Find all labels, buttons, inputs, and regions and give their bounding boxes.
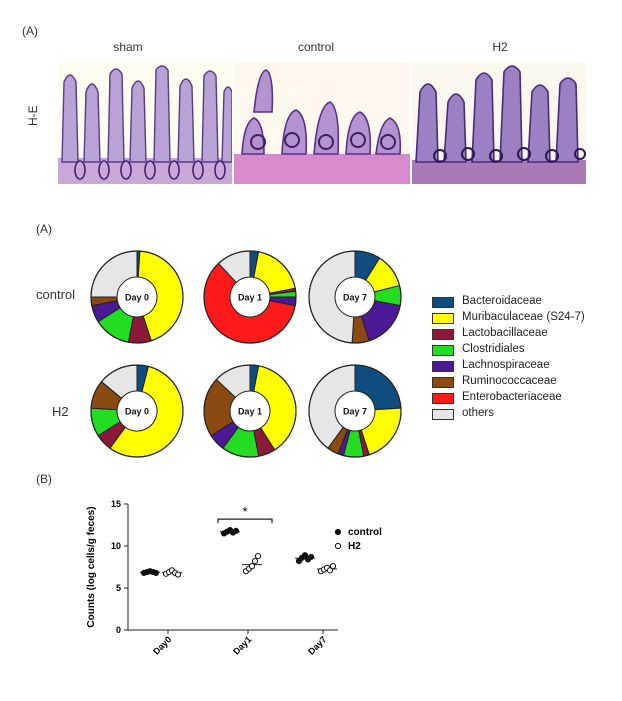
significance-bracket bbox=[217, 518, 273, 524]
y-tick-label: 0 bbox=[116, 625, 121, 635]
column-header-h2: H2 bbox=[492, 40, 508, 54]
histology-image-control bbox=[234, 62, 410, 184]
scatter-legend-marker bbox=[334, 528, 342, 536]
data-point bbox=[251, 558, 259, 565]
donut-chart: Day 1 bbox=[203, 250, 297, 344]
panel-label-a-top: (A) bbox=[22, 24, 38, 38]
panel-label-b: (B) bbox=[36, 472, 52, 486]
row-label-h2: H2 bbox=[52, 404, 69, 419]
significance-mark: * bbox=[242, 504, 247, 519]
data-point bbox=[301, 552, 309, 559]
legend-swatch bbox=[432, 377, 454, 388]
legend-label: Clostridiales bbox=[462, 343, 525, 355]
legend-label: Enterobacteriaceae bbox=[462, 391, 562, 403]
donut-label: Day 0 bbox=[125, 293, 149, 303]
column-header-control: control bbox=[297, 40, 335, 54]
x-tick-label: Day1 bbox=[231, 634, 253, 656]
legend-swatch bbox=[432, 345, 454, 356]
legend-swatch bbox=[432, 393, 454, 404]
donut-chart: Day 7 bbox=[308, 364, 402, 458]
donut-slice bbox=[90, 250, 138, 298]
data-point bbox=[326, 567, 334, 574]
legend-label: others bbox=[462, 407, 494, 419]
legend-swatch bbox=[432, 329, 454, 340]
donut-chart: Day 0 bbox=[90, 250, 184, 344]
y-tick-label: 5 bbox=[116, 583, 121, 593]
panel-label-a-donuts: (A) bbox=[36, 222, 52, 236]
data-point bbox=[307, 553, 315, 561]
donut-chart: Day 1 bbox=[203, 364, 297, 458]
data-point bbox=[232, 527, 240, 534]
scatter-legend-label: H2 bbox=[348, 541, 361, 552]
column-header-sham: sham bbox=[113, 40, 143, 54]
data-point bbox=[174, 571, 182, 578]
donut-outline bbox=[308, 364, 402, 458]
x-tick-label: Day7 bbox=[306, 634, 328, 656]
legend-swatch bbox=[432, 297, 454, 308]
donut-outline bbox=[203, 364, 297, 458]
legend-swatch bbox=[432, 313, 454, 324]
legend-label: Muribaculaceae (S24-7) bbox=[462, 311, 585, 323]
y-tick-label: 15 bbox=[111, 499, 121, 509]
donut-chart: Day 7 bbox=[308, 250, 402, 344]
scatter-legend-marker bbox=[334, 542, 342, 550]
row-label-control: control bbox=[36, 287, 76, 302]
y-axis-label: Counts (log cells/g feces) bbox=[86, 506, 97, 627]
legend-label: Ruminococcaceae bbox=[462, 375, 557, 387]
donut-outline bbox=[90, 250, 184, 344]
scatter-legend-label: control bbox=[348, 527, 382, 538]
donut-label: Day 0 bbox=[125, 407, 149, 417]
data-point bbox=[248, 563, 256, 570]
data-point bbox=[152, 569, 160, 576]
donut-outline bbox=[90, 364, 184, 458]
donut-outline bbox=[308, 250, 402, 344]
data-point bbox=[329, 563, 337, 570]
data-point bbox=[254, 552, 262, 560]
donut-label: Day 1 bbox=[238, 293, 262, 303]
histology-image-sham bbox=[58, 62, 232, 184]
legend-swatch bbox=[432, 361, 454, 372]
donut-outline bbox=[203, 250, 297, 344]
donut-label: Day 1 bbox=[238, 407, 262, 417]
donut-chart: Day 0 bbox=[90, 364, 184, 458]
donut-label: Day 7 bbox=[343, 293, 367, 303]
donut-label: Day 7 bbox=[343, 407, 367, 417]
legend-label: Bacteroidaceae bbox=[462, 295, 542, 307]
x-tick-label: Day0 bbox=[151, 634, 173, 656]
legend-label: Lactobacillaceae bbox=[462, 327, 548, 339]
legend-label: Lachnospiraceae bbox=[462, 359, 550, 371]
histology-image-h2 bbox=[412, 62, 586, 184]
legend-swatch bbox=[432, 409, 454, 420]
y-tick-label: 10 bbox=[111, 541, 121, 551]
